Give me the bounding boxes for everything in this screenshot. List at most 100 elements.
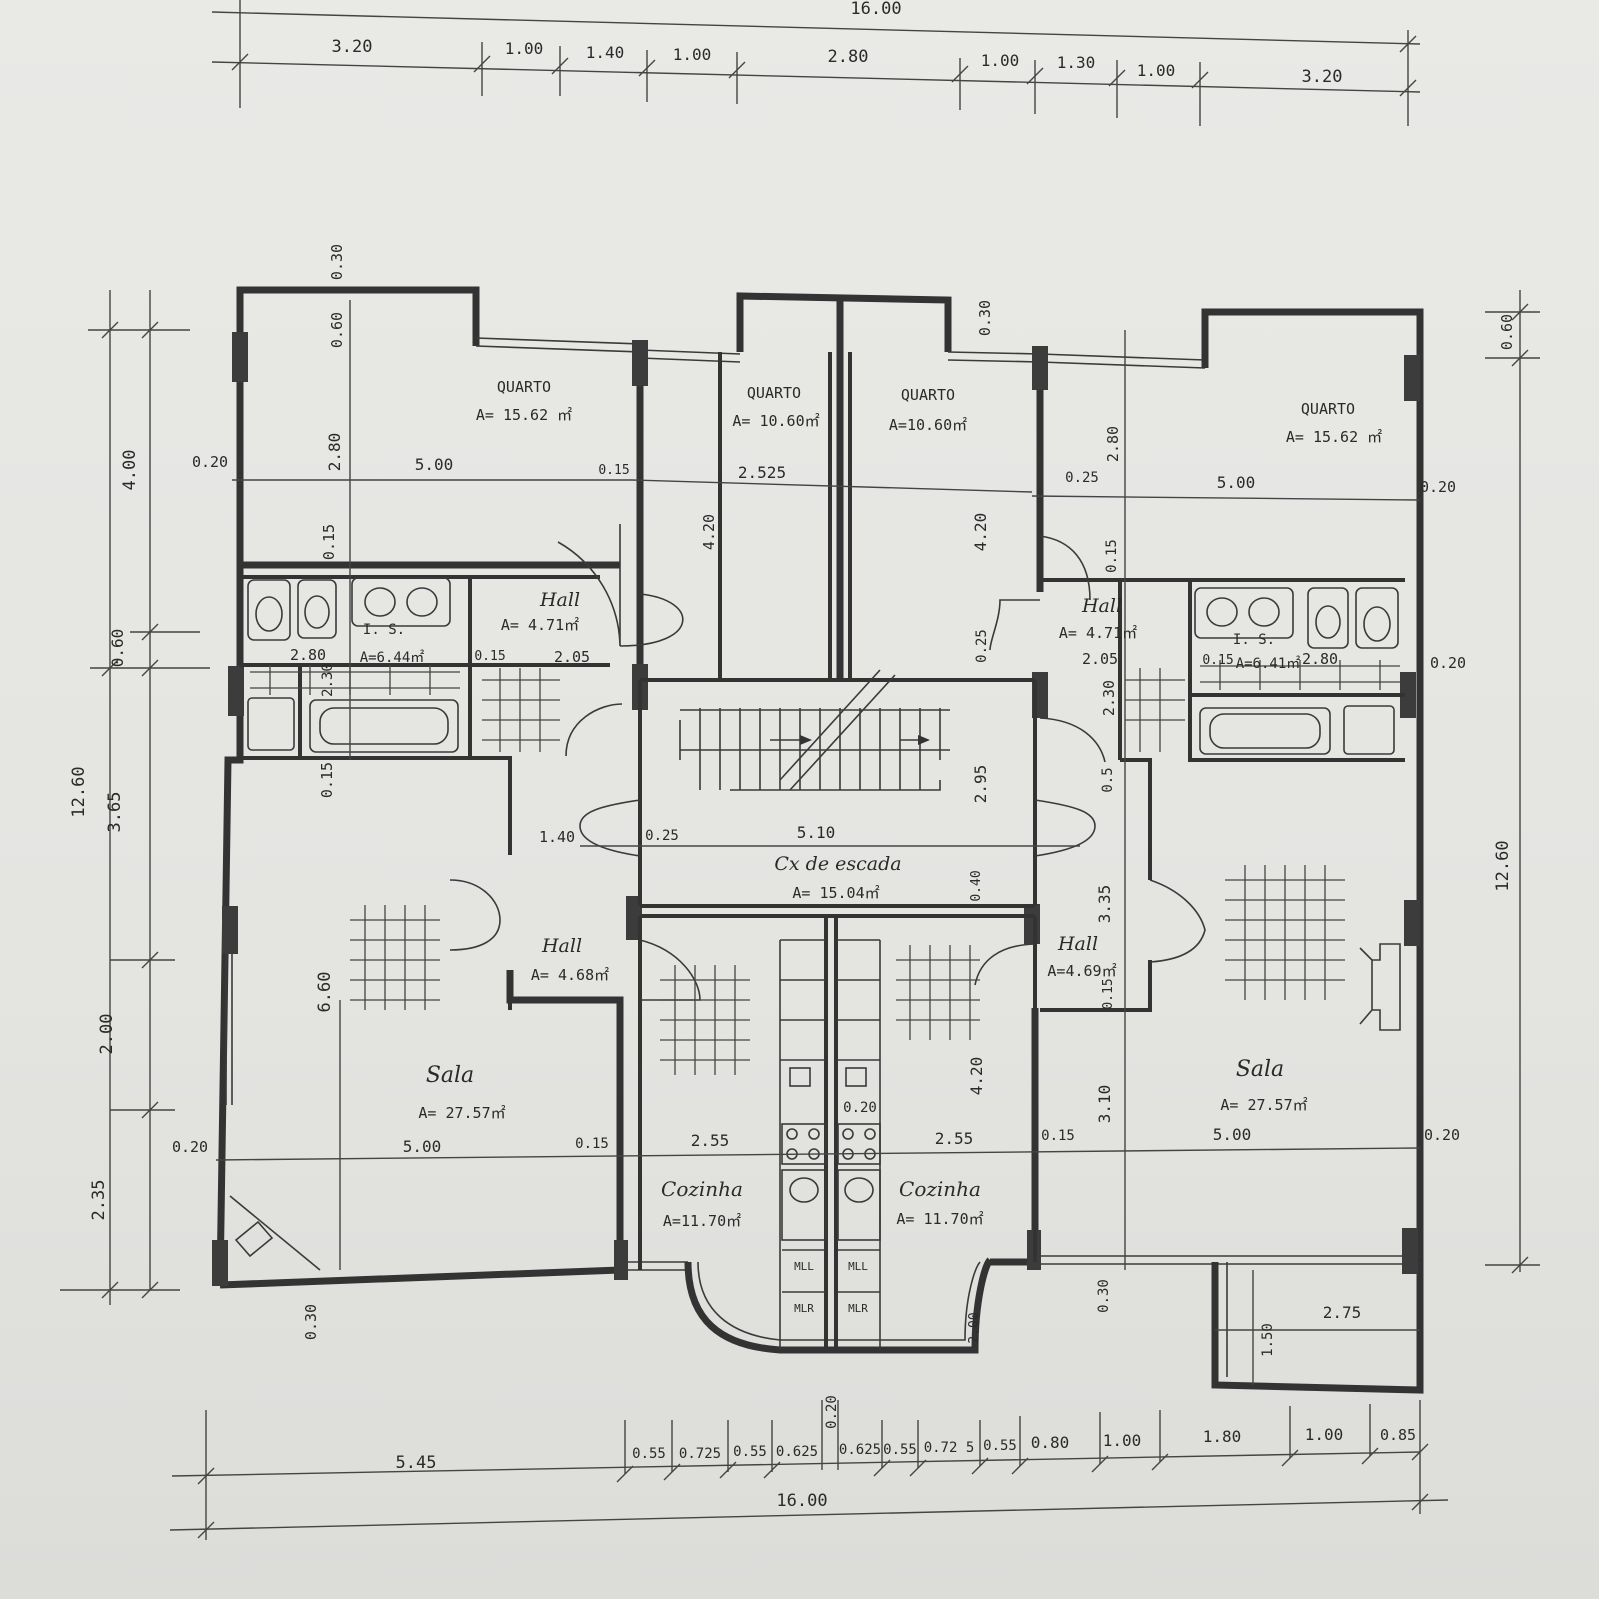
stairs	[579, 669, 1096, 857]
room-name: Sala	[1236, 1057, 1284, 1082]
top-dim: 1.00	[673, 45, 712, 64]
bathtub-icon	[309, 699, 459, 753]
top-dim: 2.80	[828, 47, 869, 67]
left-dim: 2.00	[97, 1014, 117, 1055]
bottom-dim: 0.55	[632, 1446, 666, 1462]
room-name: Hall	[1081, 595, 1122, 617]
dim-label: 0.15	[1041, 1128, 1075, 1144]
dim-label: 5.00	[415, 455, 454, 474]
dim-label: 5.00	[1217, 473, 1256, 492]
appliance-label: MLR	[794, 1302, 814, 1315]
room-name: Sala	[426, 1063, 474, 1088]
room-labels: QUARTO A= 15.62 ㎡ QUARTO A= 10.60㎡ QUART…	[360, 378, 1382, 1315]
bottom-dim: 0.55	[983, 1438, 1017, 1454]
bottom-dim: 1.80	[1203, 1427, 1242, 1446]
right-dim: 0.60	[1498, 314, 1516, 350]
dim-label: 0.15	[474, 649, 505, 664]
inner-dim: 0.15	[318, 762, 336, 798]
bottom-dim: 0.85	[1380, 1426, 1416, 1444]
left-small-dim: 0.20	[172, 1138, 208, 1156]
right-small-dim: 0.20	[1420, 478, 1456, 496]
inner-dim: 2.30	[320, 663, 336, 697]
room-area: A= 10.60㎡	[732, 412, 819, 430]
dim-label: 2.00	[967, 1312, 982, 1343]
interior-walls	[240, 352, 1405, 1350]
dim-label: 3.35	[1095, 885, 1114, 924]
dim-label: 0.15	[1101, 978, 1116, 1009]
dim-label: 2.30	[1100, 680, 1118, 716]
double-sink-icon	[351, 577, 451, 627]
corner-fixture-icon	[229, 1195, 321, 1271]
left-dim: 0.60	[108, 629, 127, 668]
bottom-dim: 1.00	[1103, 1431, 1142, 1450]
left-small-dim: 0.20	[192, 453, 228, 471]
room-name: Hall	[539, 589, 580, 611]
room-name: Hall	[541, 935, 582, 957]
dim-label: 4.20	[971, 513, 990, 552]
top-dim: 1.00	[505, 39, 544, 58]
dim-label: 5.00	[403, 1137, 442, 1156]
room-area: A=11.70㎡	[663, 1212, 741, 1230]
dim-label: 0.15	[598, 463, 629, 478]
inner-dim: 0.15	[320, 524, 338, 560]
bottom-total-dim: 16.00	[776, 1491, 827, 1511]
bottom-dim: 1.00	[1305, 1425, 1344, 1444]
dim-label: 0.20	[843, 1100, 877, 1116]
room-area: A=10.60㎡	[889, 416, 967, 434]
toilet-icon	[1355, 587, 1399, 649]
room-area: A= 4.68㎡	[531, 966, 609, 984]
room-area: A= 11.70㎡	[896, 1210, 983, 1228]
toilet-icon	[247, 579, 291, 641]
appliance-label: MLR	[848, 1302, 868, 1315]
left-dim: 3.65	[105, 792, 125, 833]
dim-label: 2.80	[1104, 426, 1122, 462]
top-dim: 3.20	[332, 37, 373, 57]
internal-dimension-lines	[215, 300, 1421, 1385]
dim-label: 3.10	[1095, 1085, 1114, 1124]
room-area: A= 4.71㎡	[1059, 624, 1137, 642]
tile-patterns	[250, 660, 1400, 1075]
room-area: A=6.41㎡	[1236, 656, 1301, 672]
appliance-label: MLL	[794, 1260, 814, 1273]
sanitary-fixtures	[229, 577, 1401, 1271]
bathtub-icon	[1199, 707, 1331, 755]
top-dim: 1.00	[981, 51, 1020, 70]
dim-label: 4.20	[700, 514, 718, 550]
dim-label: 1.50	[1260, 1323, 1276, 1357]
room-name: Cozinha	[661, 1177, 743, 1201]
oven-icon	[845, 1067, 867, 1087]
toilet-icon	[1307, 587, 1349, 649]
left-dim: 4.00	[120, 450, 140, 491]
room-area: A= 15.04㎡	[792, 884, 879, 902]
inner-dim: 0.60	[328, 312, 346, 348]
pillars	[212, 332, 1420, 1286]
shower-icon	[247, 697, 295, 751]
room-name: Hall	[1057, 933, 1098, 955]
room-area: A=4.69㎡	[1047, 962, 1116, 980]
dim-label: 0.15	[1202, 653, 1233, 668]
bottom-dim: 0.20	[824, 1395, 840, 1429]
dim-label: 4.20	[967, 1057, 986, 1096]
right-dimension-chain: 0.60 12.60 0.20 0.20 0.20	[1420, 290, 1540, 1274]
dim-label: 0.5	[1100, 767, 1116, 792]
top-dim: 3.20	[1302, 67, 1343, 87]
bottom-dim: 5.45	[396, 1453, 437, 1473]
dim-label: 0.30	[1096, 1279, 1112, 1313]
dim-label: 2.05	[1082, 650, 1118, 668]
bottom-dim: 0.72 5	[924, 1440, 975, 1456]
oven-icon	[789, 1067, 811, 1087]
sink-icon	[781, 1169, 827, 1241]
room-name: QUARTO	[747, 384, 801, 402]
right-total-dim: 12.60	[1493, 840, 1513, 891]
bottom-dim: 0.725	[679, 1446, 721, 1462]
room-area: A= 27.57㎡	[418, 1104, 505, 1122]
bottom-dim: 0.55	[733, 1444, 767, 1460]
top-dim: 1.40	[586, 43, 625, 62]
room-name: Cx de escada	[774, 853, 901, 875]
hob-icon	[781, 1123, 827, 1165]
hob-icon	[837, 1123, 881, 1165]
room-name: I. S.	[363, 622, 405, 638]
double-sink-icon	[1194, 587, 1294, 639]
shower-icon	[1343, 705, 1395, 755]
room-area: A= 27.57㎡	[1220, 1096, 1307, 1114]
